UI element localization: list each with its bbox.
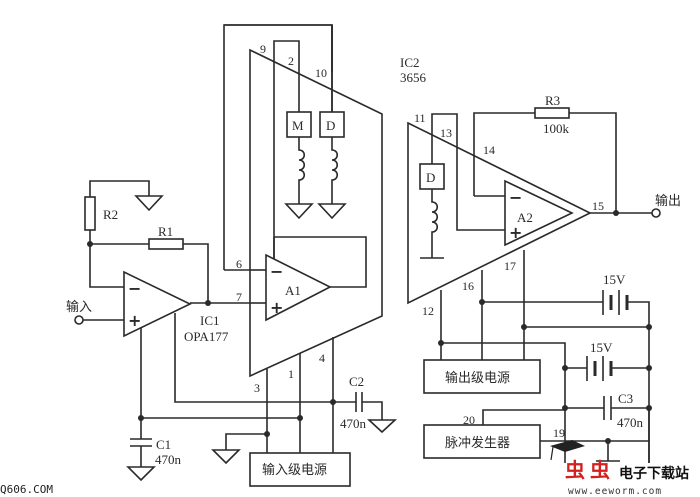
r3-resistor xyxy=(534,107,570,119)
d-block xyxy=(319,111,345,138)
m-block xyxy=(286,111,312,138)
pin-12: 12 xyxy=(422,304,434,318)
junction-dot xyxy=(646,324,652,330)
c2-label: C2 xyxy=(349,374,364,389)
ic1-opamp: − + xyxy=(123,270,192,338)
watermark-right-cn: 电子下载站 xyxy=(619,465,689,482)
ground-icon xyxy=(284,203,314,220)
junction-dot xyxy=(297,415,303,421)
battery-icon xyxy=(586,356,613,381)
pin-15: 15 xyxy=(592,199,604,213)
ic1-triangle xyxy=(123,270,192,338)
a2-label: A2 xyxy=(517,210,533,225)
pulse-generator-block xyxy=(423,424,541,459)
junction-dot xyxy=(205,300,211,306)
output-terminal xyxy=(651,208,661,218)
input-label: 输入 xyxy=(66,299,92,315)
ic2-label: IC2 xyxy=(400,55,420,70)
junction-dot xyxy=(613,210,619,216)
logo-glyph-1: 虫 xyxy=(565,458,585,482)
watermark-left: Q606.COM xyxy=(0,483,53,496)
pin-7: 7 xyxy=(236,290,242,304)
c1-capacitor xyxy=(126,418,156,482)
c2-capacitor xyxy=(333,392,398,434)
battery-icon xyxy=(602,290,629,315)
coil-icon xyxy=(298,137,306,204)
d-block xyxy=(419,163,445,190)
ic1-plus-sign: + xyxy=(128,311,141,330)
pin-1: 1 xyxy=(288,367,294,381)
coil-icon xyxy=(431,189,439,258)
pin-4: 4 xyxy=(319,351,325,365)
c3-label: C3 xyxy=(618,391,633,406)
r3-value: 100k xyxy=(543,121,570,136)
output-stage-power-block xyxy=(423,359,541,394)
ic1-part: OPA177 xyxy=(184,329,229,344)
a2-opamp xyxy=(504,179,574,247)
input-stage-power-label: 输入级电源 xyxy=(262,462,327,478)
output-label: 输出 xyxy=(655,193,681,209)
ic2-input-section xyxy=(249,48,383,378)
pin-6: 6 xyxy=(236,257,242,271)
pin-2: 2 xyxy=(288,54,294,68)
c3-value: 470n xyxy=(617,415,644,430)
a1-opamp xyxy=(265,253,332,322)
battery2-label: 15V xyxy=(590,340,613,355)
pin-20: 20 xyxy=(463,413,475,427)
ground-icon xyxy=(317,203,347,220)
pin-9: 9 xyxy=(260,42,266,56)
a1-plus-sign: + xyxy=(270,298,283,317)
d-block-label: D xyxy=(326,118,335,133)
ic2-part: 3656 xyxy=(400,70,427,85)
pin-17: 17 xyxy=(504,259,516,273)
ground-icon xyxy=(211,449,241,465)
c1-label: C1 xyxy=(156,437,171,452)
pin-14: 14 xyxy=(483,143,495,157)
watermark-right-url: www.eeworm.com xyxy=(568,486,662,497)
r1-label: R1 xyxy=(158,224,173,239)
pin-19: 19 xyxy=(553,426,565,440)
r2-label: R2 xyxy=(103,207,118,222)
r1-resistor xyxy=(90,238,209,303)
a1-minus-sign: − xyxy=(270,262,283,281)
m-block-label: M xyxy=(292,118,304,133)
c3-capacitor xyxy=(603,396,612,420)
a2-minus-sign: − xyxy=(509,188,522,207)
eeworm-logo: 虫 虫 xyxy=(550,440,610,482)
output-stage-power-label: 输出级电源 xyxy=(445,370,510,386)
logo-glyph-2: 虫 xyxy=(590,458,610,482)
junction-dot xyxy=(646,365,652,371)
battery1-label: 15V xyxy=(603,272,626,287)
ground-icon xyxy=(134,195,164,212)
a1-label: A1 xyxy=(285,283,301,298)
pin-13: 13 xyxy=(440,126,452,140)
d-block-label: D xyxy=(426,170,435,185)
ic1-label: IC1 xyxy=(200,313,220,328)
c2-value: 470n xyxy=(340,416,367,431)
ic2-output-section xyxy=(407,121,592,305)
a2-plus-sign: + xyxy=(509,223,522,242)
graduation-cap-icon xyxy=(550,440,585,452)
pin-3: 3 xyxy=(254,381,260,395)
input-terminal xyxy=(74,315,84,325)
pin-16: 16 xyxy=(462,279,474,293)
pin-11: 11 xyxy=(414,111,426,125)
ic1-minus-sign: − xyxy=(128,279,141,298)
pulse-generator-label: 脉冲发生器 xyxy=(445,435,510,451)
input-stage-power-block xyxy=(249,452,351,487)
r3-label: R3 xyxy=(545,93,560,108)
pin-10: 10 xyxy=(315,66,327,80)
c1-value: 470n xyxy=(155,452,182,467)
coil-icon xyxy=(331,137,339,204)
